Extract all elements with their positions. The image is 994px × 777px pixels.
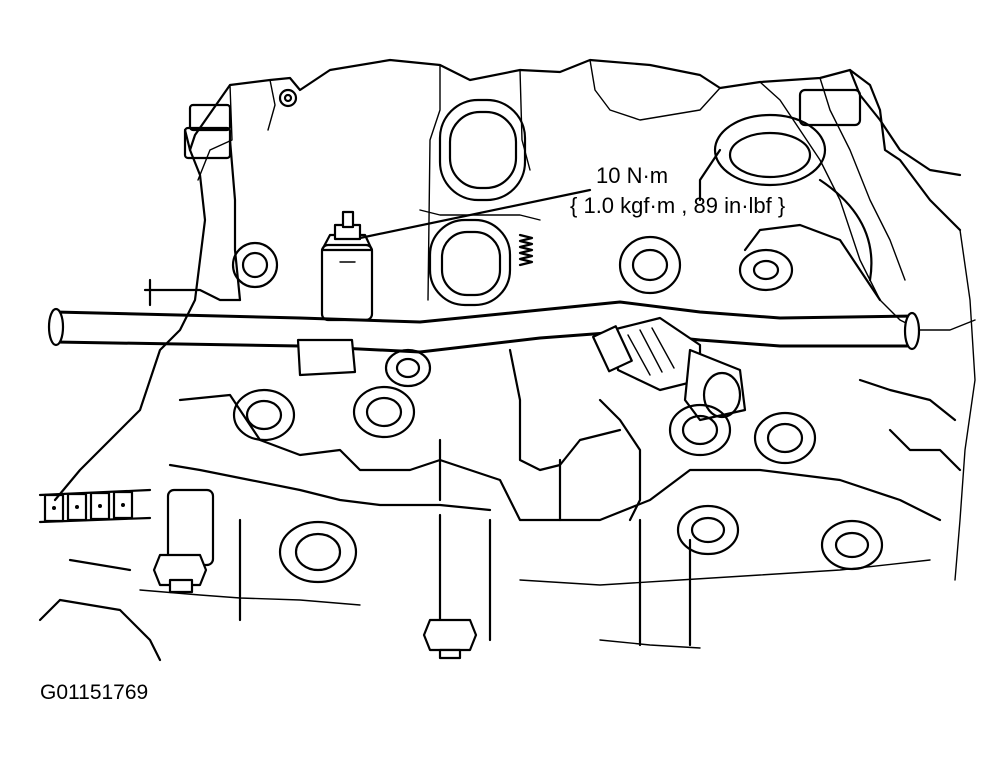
left-cam-housing xyxy=(53,88,298,502)
middle-bosses xyxy=(232,348,884,584)
torque-bolt-sensor xyxy=(320,210,374,322)
figure-id: G01151769 xyxy=(40,681,149,704)
intake-ports xyxy=(419,98,541,307)
torque-spec-nm: 10 N·m xyxy=(596,163,669,188)
sensor-connector xyxy=(591,316,747,422)
timing-chain xyxy=(38,488,152,524)
torque-spec-alternate-units: { 1.0 kgf·m , 89 in·lbf } xyxy=(570,193,786,218)
lower-left-bolt xyxy=(152,488,215,594)
oil-pipe xyxy=(47,300,921,377)
small-spring xyxy=(518,233,534,267)
lower-casting-outline xyxy=(38,348,962,662)
bottom-center-bolt xyxy=(422,618,478,660)
right-features xyxy=(618,88,882,302)
callout-leader-line xyxy=(358,188,592,240)
upper-casting-outline xyxy=(188,58,976,581)
